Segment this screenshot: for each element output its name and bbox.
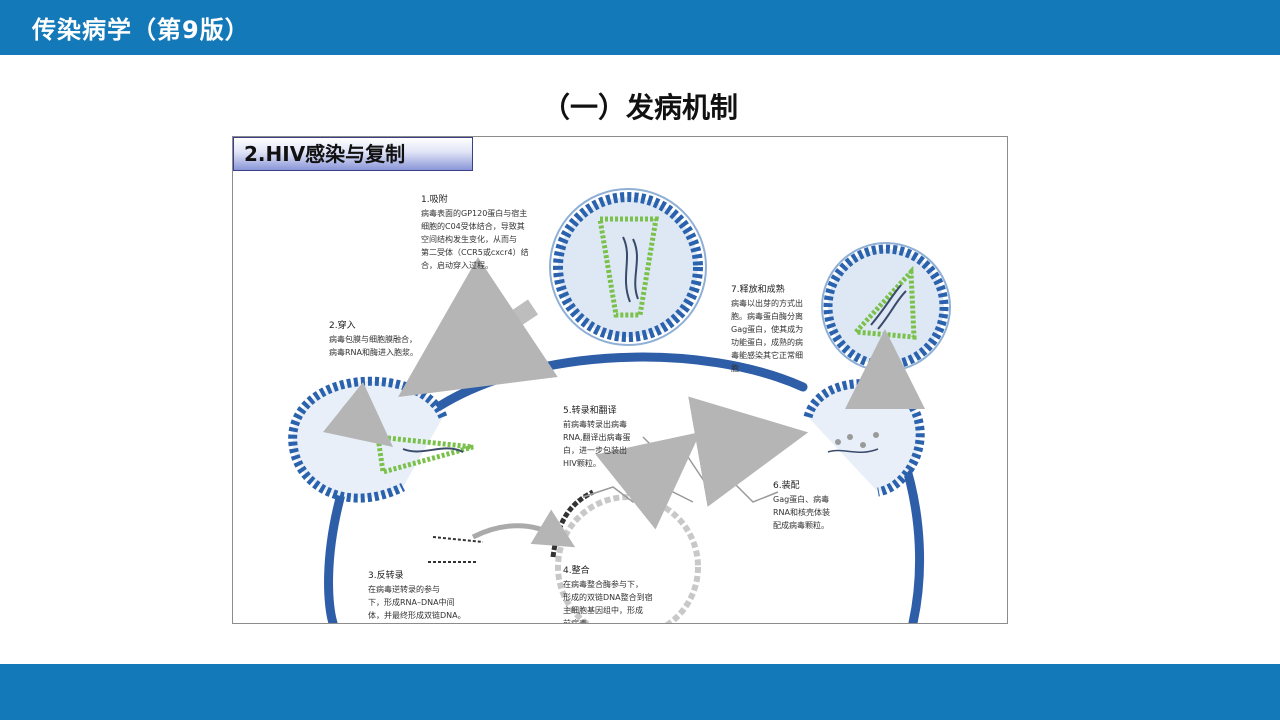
bottom-banner	[0, 664, 1280, 720]
virion-attachment	[549, 188, 707, 346]
top-banner: 传染病学（第9版）	[0, 0, 1280, 55]
integration-arrow	[471, 509, 576, 548]
course-title: 传染病学（第9版）	[32, 16, 250, 44]
step-integration: 4.整合在病毒整合酶参与下， 形成的双链DNA整合到宿 主细胞基因组中，形成 前…	[563, 566, 653, 624]
slide-heading: （一）发病机制	[541, 91, 738, 124]
assembly-arrow	[688, 396, 809, 507]
step-release: 7.释放和成熟病毒以出芽的方式出 胞。病毒蛋白酶分离 Gag蛋白，使其成为 功能…	[731, 285, 804, 373]
section-label: 2.HIV感染与复制	[233, 137, 473, 171]
uncoating-arrow	[323, 382, 393, 447]
hiv-replication-figure: 2.HIV感染与复制 1.吸附病毒表面的GP120蛋白与宿主 细胞的C04受体结…	[232, 136, 1008, 624]
step-attachment: 1.吸附病毒表面的GP120蛋白与宿主 细胞的C04受体结合，导致其 空间结构发…	[421, 195, 529, 270]
entry-arrow	[398, 257, 558, 397]
transcription-arrow	[595, 432, 701, 530]
virion-mature	[821, 242, 951, 372]
hiv-cycle-illustration	[288, 188, 951, 623]
step-reverse-transcription: 3.反转录在病毒逆转录的参与 下，形成RNA–DNA中间 体，并最终形成双链DN…	[368, 571, 466, 620]
step-entry: 2.穿入病毒包膜与细胞膜融合， 病毒RNA和酶进入胞浆。	[329, 321, 419, 357]
step-transcription: 5.转录和翻译前病毒转录出病毒 RNA,翻译出病毒蛋 白，进一步包装出 HIV颗…	[563, 406, 631, 468]
